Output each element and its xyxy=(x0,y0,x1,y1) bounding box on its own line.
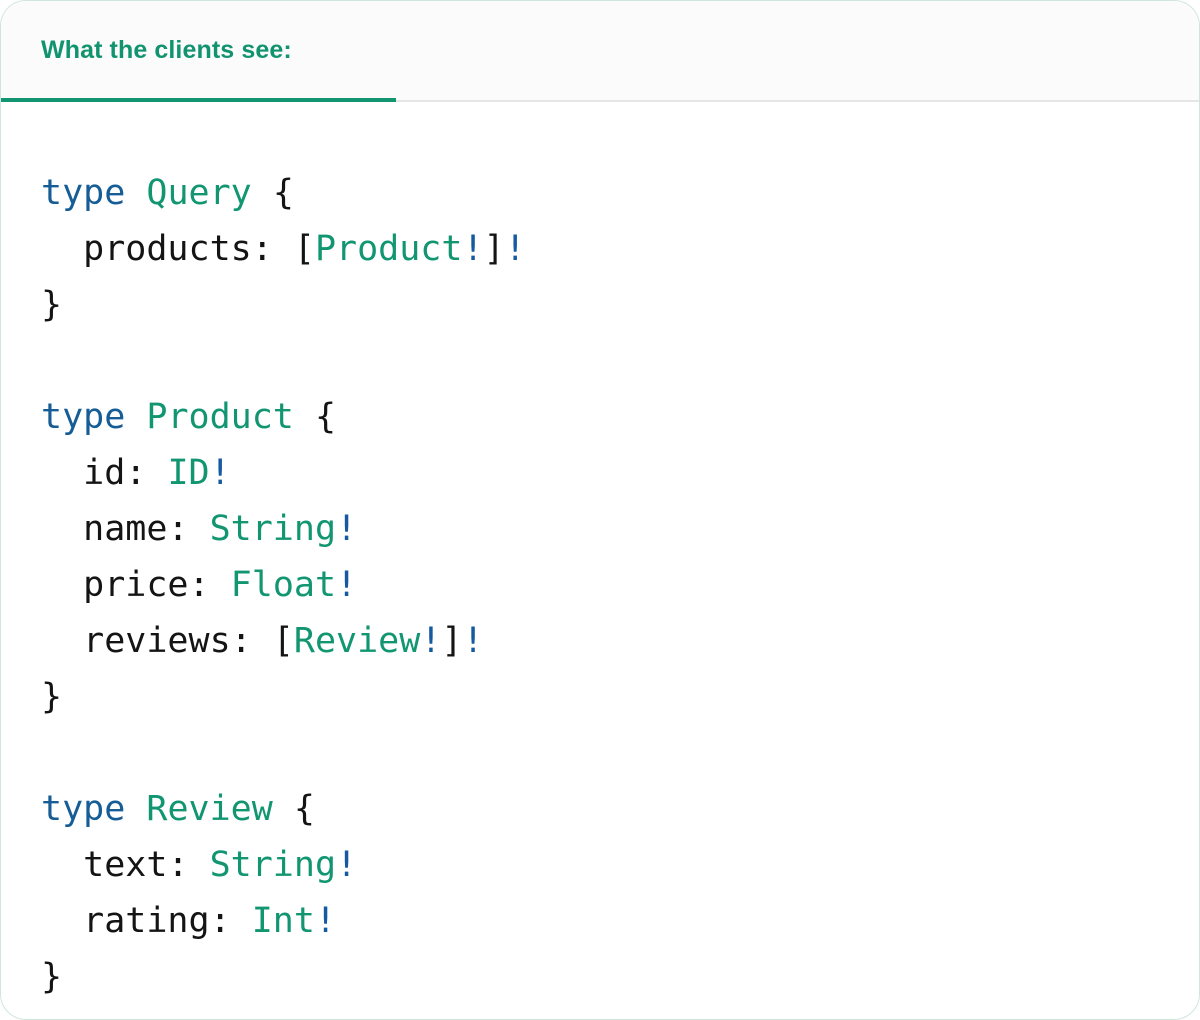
code-token-field: id xyxy=(41,453,126,493)
code-token-punct: { xyxy=(293,789,315,829)
code-token-punct: } xyxy=(41,957,63,997)
code-token-field: text xyxy=(41,845,168,885)
code-token-kw: type xyxy=(41,173,126,213)
code-token-punct xyxy=(125,397,146,437)
code-token-kw: type xyxy=(41,397,126,437)
tab-strip: What the clients see: xyxy=(1,1,1199,102)
code-token-type: Product xyxy=(314,229,463,269)
code-token-field: price xyxy=(41,565,189,605)
code-token-punct: : xyxy=(230,621,273,661)
code-token-bang: ! xyxy=(462,229,484,269)
code-token-punct xyxy=(125,789,146,829)
code-token-punct: { xyxy=(272,173,294,213)
code-line: name: String! xyxy=(41,501,1199,557)
code-token-punct xyxy=(125,173,146,213)
code-line: products: [Product!]! xyxy=(41,221,1199,277)
code-line: type Query { xyxy=(41,165,1199,221)
graphql-schema-code[interactable]: type Query { products: [Product!]!} type… xyxy=(41,165,1199,1005)
code-token-type: Review xyxy=(293,621,421,661)
code-token-type: ID xyxy=(167,453,210,493)
code-line: reviews: [Review!]! xyxy=(41,613,1199,669)
code-line: type Product { xyxy=(41,389,1199,445)
code-token-punct: : xyxy=(167,845,210,885)
code-panel: type Query { products: [Product!]!} type… xyxy=(1,102,1199,1005)
code-token-punct: : xyxy=(167,509,210,549)
code-line: id: ID! xyxy=(41,445,1199,501)
code-token-bang: ! xyxy=(420,621,442,661)
code-token-type: String xyxy=(209,845,337,885)
tab-what-the-clients-see[interactable]: What the clients see: xyxy=(1,1,396,102)
code-token-bang: ! xyxy=(336,509,358,549)
code-token-punct xyxy=(252,173,273,213)
code-token-punct: ] xyxy=(441,621,463,661)
code-token-punct: [ xyxy=(272,621,294,661)
code-token-punct: ] xyxy=(483,229,505,269)
code-token-field: products xyxy=(41,229,252,269)
code-line xyxy=(41,725,1199,781)
code-token-punct: } xyxy=(41,285,63,325)
code-line: } xyxy=(41,669,1199,725)
code-token-field: name xyxy=(41,509,168,549)
code-token-kw: type xyxy=(41,789,126,829)
code-token-type: Product xyxy=(146,397,294,437)
code-token-type: Review xyxy=(146,789,273,829)
code-token-type: Int xyxy=(251,901,315,941)
code-token-type: Query xyxy=(146,173,252,213)
code-token-type: String xyxy=(209,509,337,549)
code-token-field: rating xyxy=(41,901,210,941)
code-token-field: reviews xyxy=(41,621,231,661)
code-token-bang: ! xyxy=(336,845,358,885)
code-token-bang: ! xyxy=(209,453,231,493)
code-token-bang: ! xyxy=(336,565,358,605)
code-line: price: Float! xyxy=(41,557,1199,613)
code-token-type: Float xyxy=(230,565,337,605)
code-token-punct: : xyxy=(125,453,168,493)
code-line xyxy=(41,333,1199,389)
code-token-punct xyxy=(294,397,315,437)
code-line: type Review { xyxy=(41,781,1199,837)
code-content: type Query { products: [Product!]!} type… xyxy=(41,165,1199,1005)
code-token-punct: } xyxy=(41,677,63,717)
code-token-punct: { xyxy=(314,397,337,437)
tab-label: What the clients see: xyxy=(41,36,292,64)
code-line: rating: Int! xyxy=(41,893,1199,949)
code-line: } xyxy=(41,277,1199,333)
code-line: } xyxy=(41,949,1199,1005)
code-token-bang: ! xyxy=(462,621,484,661)
code-token-punct: [ xyxy=(293,229,315,269)
code-token-punct: : xyxy=(188,565,231,605)
code-token-bang: ! xyxy=(504,229,526,269)
code-token-bang: ! xyxy=(314,901,337,941)
code-token-punct: : xyxy=(251,229,294,269)
code-token-punct: : xyxy=(209,901,252,941)
code-line: text: String! xyxy=(41,837,1199,893)
code-token-punct xyxy=(273,789,294,829)
